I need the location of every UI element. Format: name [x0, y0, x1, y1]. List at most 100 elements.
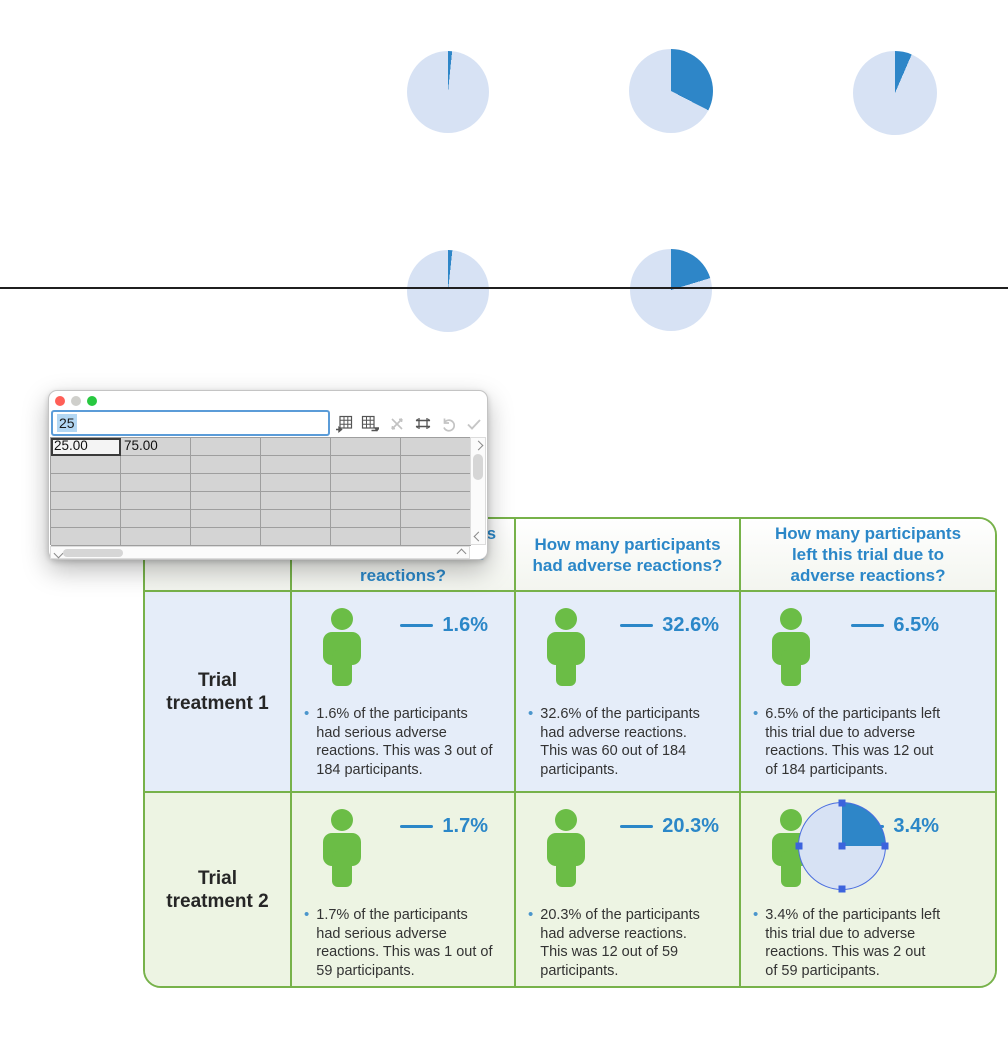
selected-input-text: 25: [57, 414, 77, 432]
editor-cell[interactable]: [51, 474, 121, 492]
insert-series-icon[interactable]: [360, 414, 380, 434]
editor-cell[interactable]: [261, 492, 331, 510]
editor-cell[interactable]: [331, 510, 401, 528]
editor-cell[interactable]: [261, 438, 331, 456]
percent-value: 6.5%: [893, 614, 939, 636]
scroll-down-icon[interactable]: [473, 531, 484, 542]
editor-cell[interactable]: [401, 474, 471, 492]
selected-pie-chart[interactable]: [795, 799, 889, 893]
editor-cell[interactable]: [331, 492, 401, 510]
table-cell-t1-left[interactable]: 6.5% • 6.5% of the participants left this…: [739, 590, 995, 791]
editor-cell[interactable]: [51, 456, 121, 474]
editor-cell[interactable]: [51, 510, 121, 528]
bullet-icon: •: [528, 705, 534, 722]
scroll-up-icon[interactable]: [473, 440, 484, 451]
editor-cell[interactable]: [51, 492, 121, 510]
table-cell-t2-adverse[interactable]: 20.3% •20.3% of the participants had adv…: [514, 791, 739, 986]
bullet-icon: •: [753, 906, 759, 923]
editor-cell[interactable]: [121, 474, 191, 492]
editor-cell[interactable]: [51, 528, 121, 546]
pie-chart-trial1-left[interactable]: [853, 51, 937, 135]
horizontal-scroll-thumb[interactable]: [63, 549, 123, 557]
editor-cell[interactable]: [401, 438, 471, 456]
percent-callout-line: [400, 624, 434, 627]
editor-cell[interactable]: [121, 510, 191, 528]
center-handle[interactable]: [838, 842, 846, 850]
percent-callout-line: [620, 624, 654, 627]
zoom-button[interactable]: [87, 396, 97, 406]
editor-cell[interactable]: [261, 474, 331, 492]
editor-cell[interactable]: [331, 456, 401, 474]
cell-description: 1.6% of the participants had serious adv…: [316, 706, 493, 778]
pie-chart-trial2-adverse[interactable]: [630, 249, 712, 331]
scroll-left-icon[interactable]: [53, 548, 64, 558]
vertical-scrollbar[interactable]: [470, 437, 486, 545]
minimize-button[interactable]: [71, 396, 81, 406]
swap-series-icon[interactable]: [387, 414, 407, 434]
bullet-icon: •: [753, 705, 759, 722]
editor-cell[interactable]: [401, 456, 471, 474]
editor-cell[interactable]: [191, 456, 261, 474]
bullet-icon: •: [304, 906, 310, 923]
table-cell-t1-serious[interactable]: 1.6% •1.6% of the participants had serio…: [290, 590, 514, 791]
close-button[interactable]: [55, 396, 65, 406]
resize-handle-right[interactable]: [881, 842, 889, 850]
percent-callout-line: [620, 825, 654, 828]
editor-cell[interactable]: [191, 492, 261, 510]
editor-cell[interactable]: [261, 510, 331, 528]
percent-callout-line: [851, 624, 885, 627]
window-controls: [55, 396, 97, 406]
table-header-left-trial: How many participants left this trial du…: [739, 519, 995, 590]
percent-value: 32.6%: [662, 614, 719, 636]
editor-cell[interactable]: [191, 474, 261, 492]
percent-value: 3.4%: [893, 815, 939, 837]
row-label-trial-2: Trial treatment 2: [145, 791, 290, 986]
editor-cell[interactable]: [331, 438, 401, 456]
person-icon: [323, 809, 361, 887]
resize-handle-left[interactable]: [795, 842, 803, 850]
resize-handle-top[interactable]: [838, 799, 846, 807]
horizontal-divider-line: [0, 287, 1008, 289]
cell-description: 32.6% of the participants had adverse re…: [540, 706, 700, 778]
undo-icon[interactable]: [439, 414, 459, 434]
resize-table-icon[interactable]: [413, 414, 433, 434]
pie-chart-trial2-serious[interactable]: [407, 250, 489, 332]
person-icon: [547, 809, 585, 887]
apply-icon[interactable]: [464, 414, 484, 434]
editor-cell[interactable]: [331, 528, 401, 546]
editor-cell[interactable]: [191, 510, 261, 528]
cell-description: 1.7% of the participants had serious adv…: [316, 907, 493, 979]
editor-cell[interactable]: [121, 528, 191, 546]
editor-cell[interactable]: [261, 456, 331, 474]
editor-cell[interactable]: [331, 474, 401, 492]
editor-cell[interactable]: [261, 528, 331, 546]
editor-cell[interactable]: [121, 456, 191, 474]
pie-chart-trial1-serious[interactable]: [407, 51, 489, 133]
bullet-icon: •: [304, 705, 310, 722]
cell-value-input[interactable]: 25: [51, 410, 330, 436]
editor-cell[interactable]: [121, 492, 191, 510]
cell-description: 6.5% of the participants left this trial…: [765, 706, 941, 778]
vertical-scroll-thumb[interactable]: [473, 454, 483, 480]
editor-cell[interactable]: 75.00: [121, 438, 191, 456]
insert-row-icon[interactable]: [334, 414, 354, 434]
person-icon: [547, 608, 585, 686]
scroll-right-icon[interactable]: [456, 548, 467, 558]
editor-cell[interactable]: [401, 510, 471, 528]
cell-description: 3.4% of the participants left this trial…: [765, 907, 941, 979]
editor-cell[interactable]: [191, 438, 261, 456]
editor-cell[interactable]: [191, 528, 261, 546]
horizontal-scrollbar[interactable]: [50, 546, 470, 559]
adverse-reactions-table[interactable]: How many participants had serious advers…: [143, 517, 997, 988]
pie-chart-trial1-adverse[interactable]: [629, 49, 713, 133]
editor-cell[interactable]: [401, 492, 471, 510]
bullet-icon: •: [528, 906, 534, 923]
editor-cell[interactable]: [401, 528, 471, 546]
table-cell-t2-serious[interactable]: 1.7% •1.7% of the participants had serio…: [290, 791, 514, 986]
table-cell-t1-adverse[interactable]: 32.6% • 32.6% of the participants had adv…: [514, 590, 739, 791]
percent-callout-line: [400, 825, 434, 828]
resize-handle-bottom[interactable]: [838, 885, 846, 893]
editor-cell[interactable]: 25.00: [51, 438, 121, 456]
